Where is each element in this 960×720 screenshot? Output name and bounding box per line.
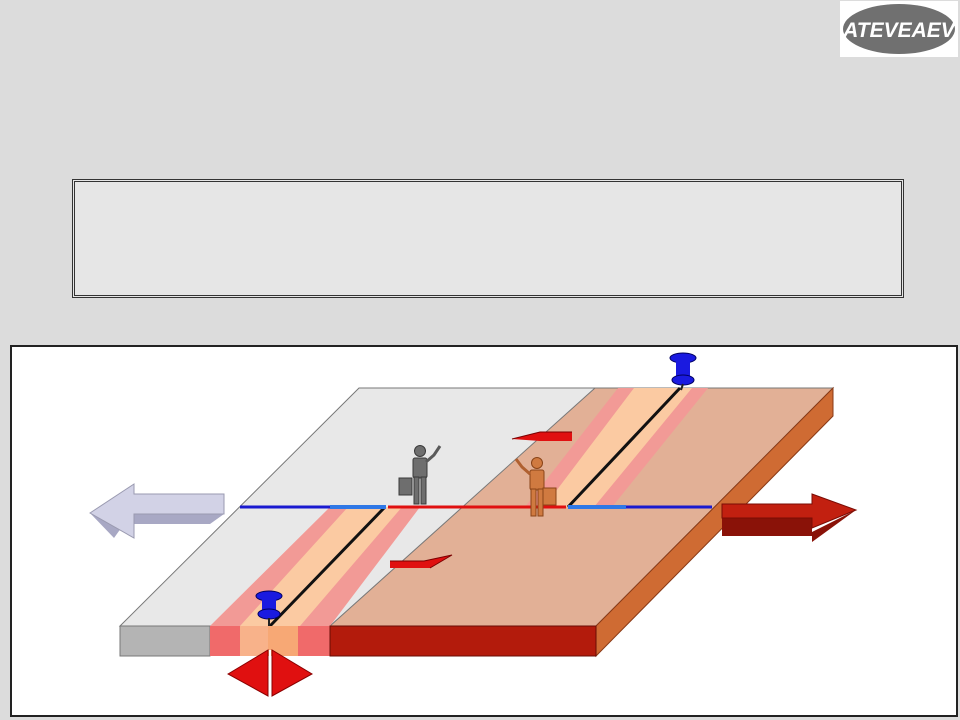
plate-left-front bbox=[119, 625, 211, 657]
logo-text: ATEVEAEV bbox=[842, 19, 957, 42]
plate-right-front bbox=[329, 625, 597, 657]
title-box bbox=[72, 179, 904, 298]
ridge-upper-peach bbox=[544, 388, 692, 507]
arrow-left-icon bbox=[89, 483, 225, 539]
traveler-icon bbox=[398, 445, 442, 505]
ridge-front-pink-left bbox=[210, 626, 240, 656]
arrow-left-icon bbox=[226, 649, 269, 697]
half-arrow-icon bbox=[390, 554, 453, 569]
pushpin-icon bbox=[255, 590, 283, 626]
arrow-right-icon bbox=[271, 649, 314, 697]
traveler-icon bbox=[514, 457, 557, 517]
arrow-right-icon bbox=[721, 493, 858, 542]
ridge-lower-axis bbox=[268, 505, 387, 628]
ridge-upper-axis bbox=[566, 386, 682, 509]
pushpin-icon bbox=[669, 352, 697, 391]
ridge-front-peach-left bbox=[240, 626, 268, 656]
half-arrow-icon bbox=[511, 431, 572, 441]
ridge-front-pink-right bbox=[298, 626, 330, 656]
logo: ATEVEAEV bbox=[840, 1, 958, 57]
